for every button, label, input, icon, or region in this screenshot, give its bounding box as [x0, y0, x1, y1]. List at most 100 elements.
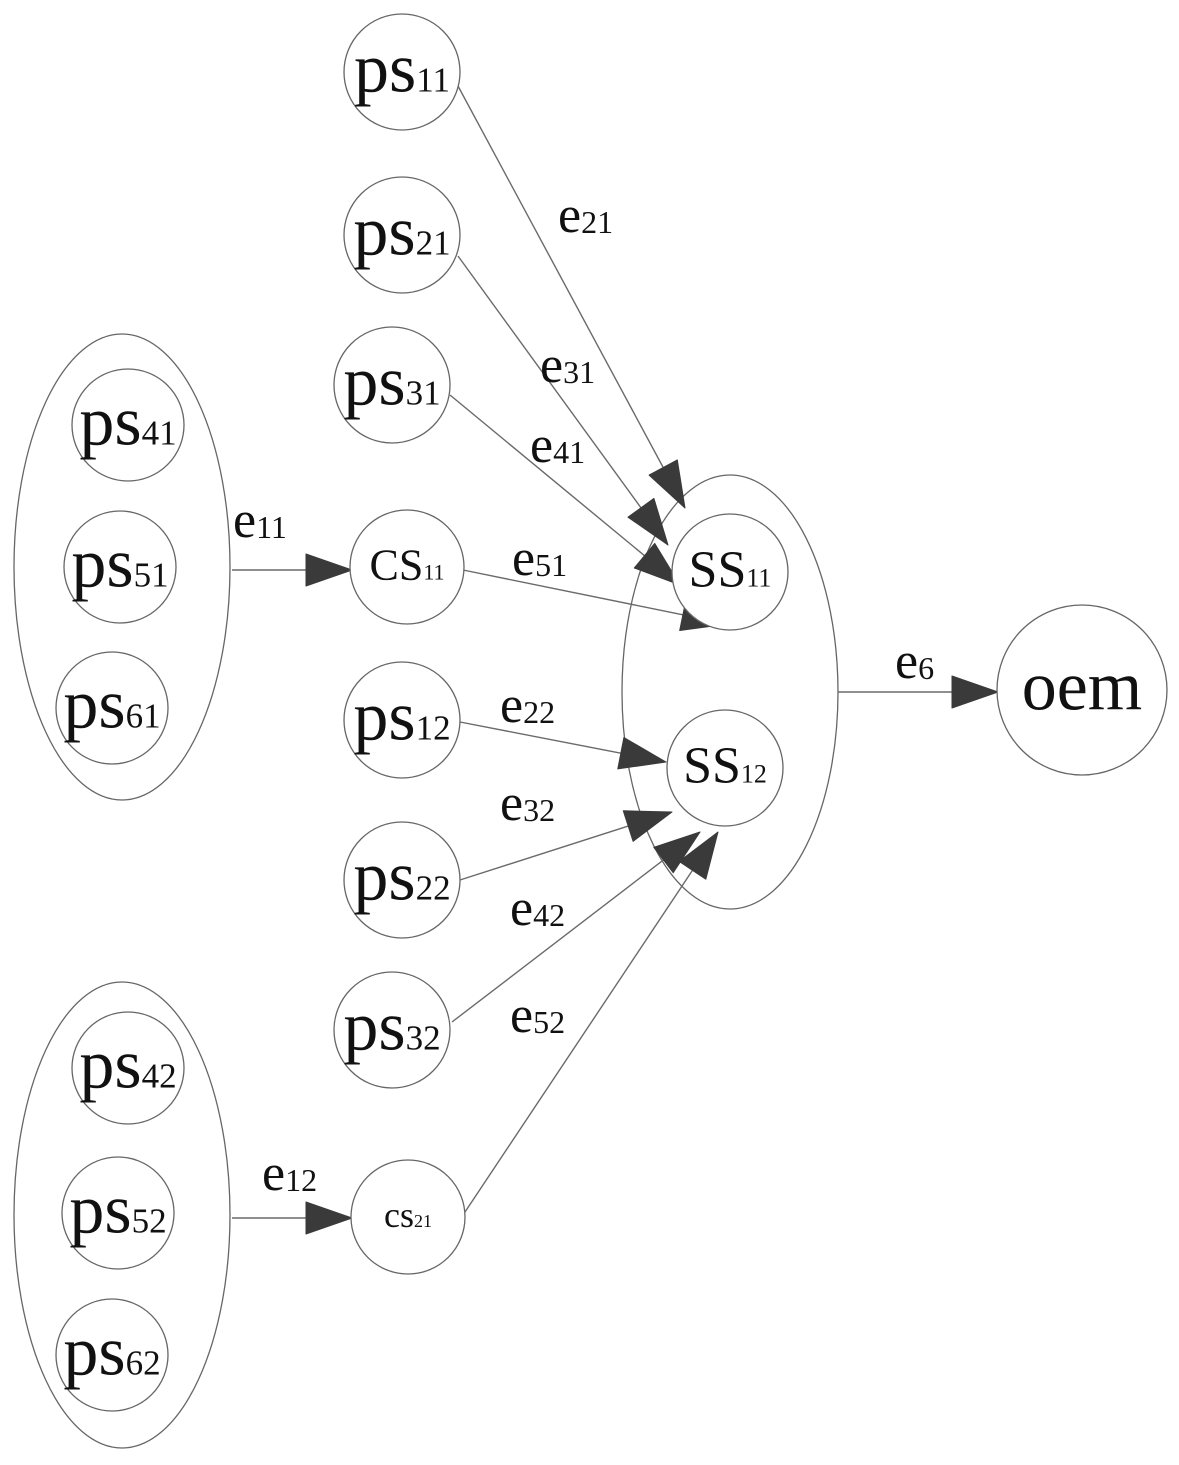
edge-e52-line	[462, 869, 694, 1216]
edge-label-subscript: 32	[523, 792, 555, 828]
node-ps12-label: ps12	[353, 679, 450, 756]
node-label-base: ps	[353, 194, 415, 271]
node-cs11: CS11	[349, 509, 465, 625]
node-label-subscript: 12	[741, 760, 767, 789]
node-ps22-circle	[343, 821, 461, 939]
node-label-base: ps	[353, 679, 415, 756]
edge-e32-line	[459, 825, 629, 881]
edge-label-base: e	[262, 1145, 285, 1202]
node-cs21-label: cs21	[384, 1195, 432, 1235]
node-label-base: ps	[354, 31, 416, 108]
node-layer: ps11ps21ps31CS11ps12ps22ps32cs21ps41ps51…	[55, 13, 1168, 1412]
node-label-subscript: 21	[414, 1211, 432, 1231]
node-ps21-circle	[343, 176, 461, 294]
node-ps31-circle	[333, 326, 451, 444]
node-ps51: ps51	[63, 510, 177, 624]
edge-label-subscript: 42	[533, 897, 565, 933]
node-ss11: SS11	[671, 513, 789, 631]
edge-label-subscript: 52	[533, 1004, 565, 1040]
node-cs21-circle	[350, 1159, 466, 1275]
node-ps41-label: ps41	[79, 384, 176, 461]
node-label-base: ps	[343, 989, 405, 1066]
edge-e41-arrowhead	[633, 542, 681, 586]
node-label-base: oem	[1022, 649, 1143, 726]
edge-label-base: e	[558, 187, 581, 244]
node-ss11-label: SS11	[689, 542, 772, 599]
node-label-subscript: 21	[416, 224, 451, 263]
edge-e41-label: e41	[530, 417, 585, 474]
node-ps41-circle	[71, 368, 185, 482]
edge-label-base: e	[512, 530, 535, 587]
node-oem: oem	[996, 604, 1168, 776]
node-ps12-circle	[343, 661, 461, 779]
node-ps51-label: ps51	[71, 526, 168, 603]
edge-e21-label: e21	[558, 187, 613, 244]
node-ps52-circle	[61, 1156, 175, 1270]
edge-e32-label: e32	[500, 775, 555, 832]
edge-label-base: e	[530, 417, 553, 474]
edge-label-subscript: 12	[285, 1162, 317, 1198]
node-ss12-label: SS12	[683, 738, 767, 795]
edge-e42-line	[451, 859, 664, 1023]
node-cs11-label: CS11	[369, 540, 444, 589]
edge-e42-arrowhead	[653, 831, 701, 874]
node-label-base: ps	[63, 667, 125, 744]
node-ps31: ps31	[333, 326, 451, 444]
node-ps52: ps52	[61, 1156, 175, 1270]
node-label-base: ps	[63, 1314, 125, 1391]
edge-e12-arrowhead	[305, 1201, 353, 1235]
node-ps32-label: ps32	[343, 989, 440, 1066]
edge-label-subscript: 11	[256, 509, 287, 545]
node-ss12: SS12	[666, 709, 784, 827]
node-ps42-label: ps42	[79, 1027, 176, 1104]
node-label-subscript: 22	[416, 869, 451, 908]
edge-label-base: e	[233, 492, 256, 549]
node-label-base: ps	[71, 526, 133, 603]
node-label-base: ps	[79, 1027, 141, 1104]
node-ps12: ps12	[343, 661, 461, 779]
node-ps41: ps41	[71, 368, 185, 482]
node-ps51-circle	[63, 510, 177, 624]
node-ps32: ps32	[333, 971, 451, 1089]
node-ps42-circle	[71, 1011, 185, 1125]
node-label-base: CS	[369, 540, 423, 589]
edge-layer	[232, 85, 999, 1235]
edge-label-subscript: 6	[918, 650, 934, 686]
node-ps22: ps22	[343, 821, 461, 939]
node-ps61: ps61	[55, 651, 169, 765]
node-ps61-circle	[55, 651, 169, 765]
edge-e41-line	[449, 394, 645, 557]
node-ps11-circle	[343, 13, 461, 131]
edge-e6-arrowhead	[951, 675, 999, 709]
edge-e51-line	[462, 569, 684, 616]
edge-label-subscript: 22	[523, 694, 555, 730]
node-ps42: ps42	[71, 1011, 185, 1125]
node-label-subscript: 11	[746, 564, 771, 593]
node-label-subscript: 62	[126, 1344, 161, 1383]
edge-e11-arrowhead	[305, 553, 353, 587]
node-cs11-circle	[349, 509, 465, 625]
node-ss12-circle	[666, 709, 784, 827]
edge-e6-label: e6	[895, 633, 934, 690]
node-label-base: ps	[69, 1172, 131, 1249]
edge-label-subscript: 31	[563, 354, 595, 390]
node-ss11-circle	[671, 513, 789, 631]
edge-label-base: e	[510, 880, 533, 937]
edge-label-subscript: 41	[553, 434, 585, 470]
node-label-base: ps	[353, 839, 415, 916]
edge-label-base: e	[510, 987, 533, 1044]
node-oem-circle	[996, 604, 1168, 776]
edge-label-subscript: 21	[581, 204, 613, 240]
node-ps11: ps11	[343, 13, 461, 131]
node-cs21: cs21	[350, 1159, 466, 1275]
node-ps52-label: ps52	[69, 1172, 166, 1249]
edge-e31-arrowhead	[627, 497, 669, 546]
node-label-base: SS	[689, 542, 747, 599]
node-label-base: cs	[384, 1195, 414, 1235]
edge-label-base: e	[500, 775, 523, 832]
node-ps31-label: ps31	[343, 344, 440, 421]
edge-e32-arrowhead	[622, 810, 673, 842]
edge-label-base: e	[500, 677, 523, 734]
